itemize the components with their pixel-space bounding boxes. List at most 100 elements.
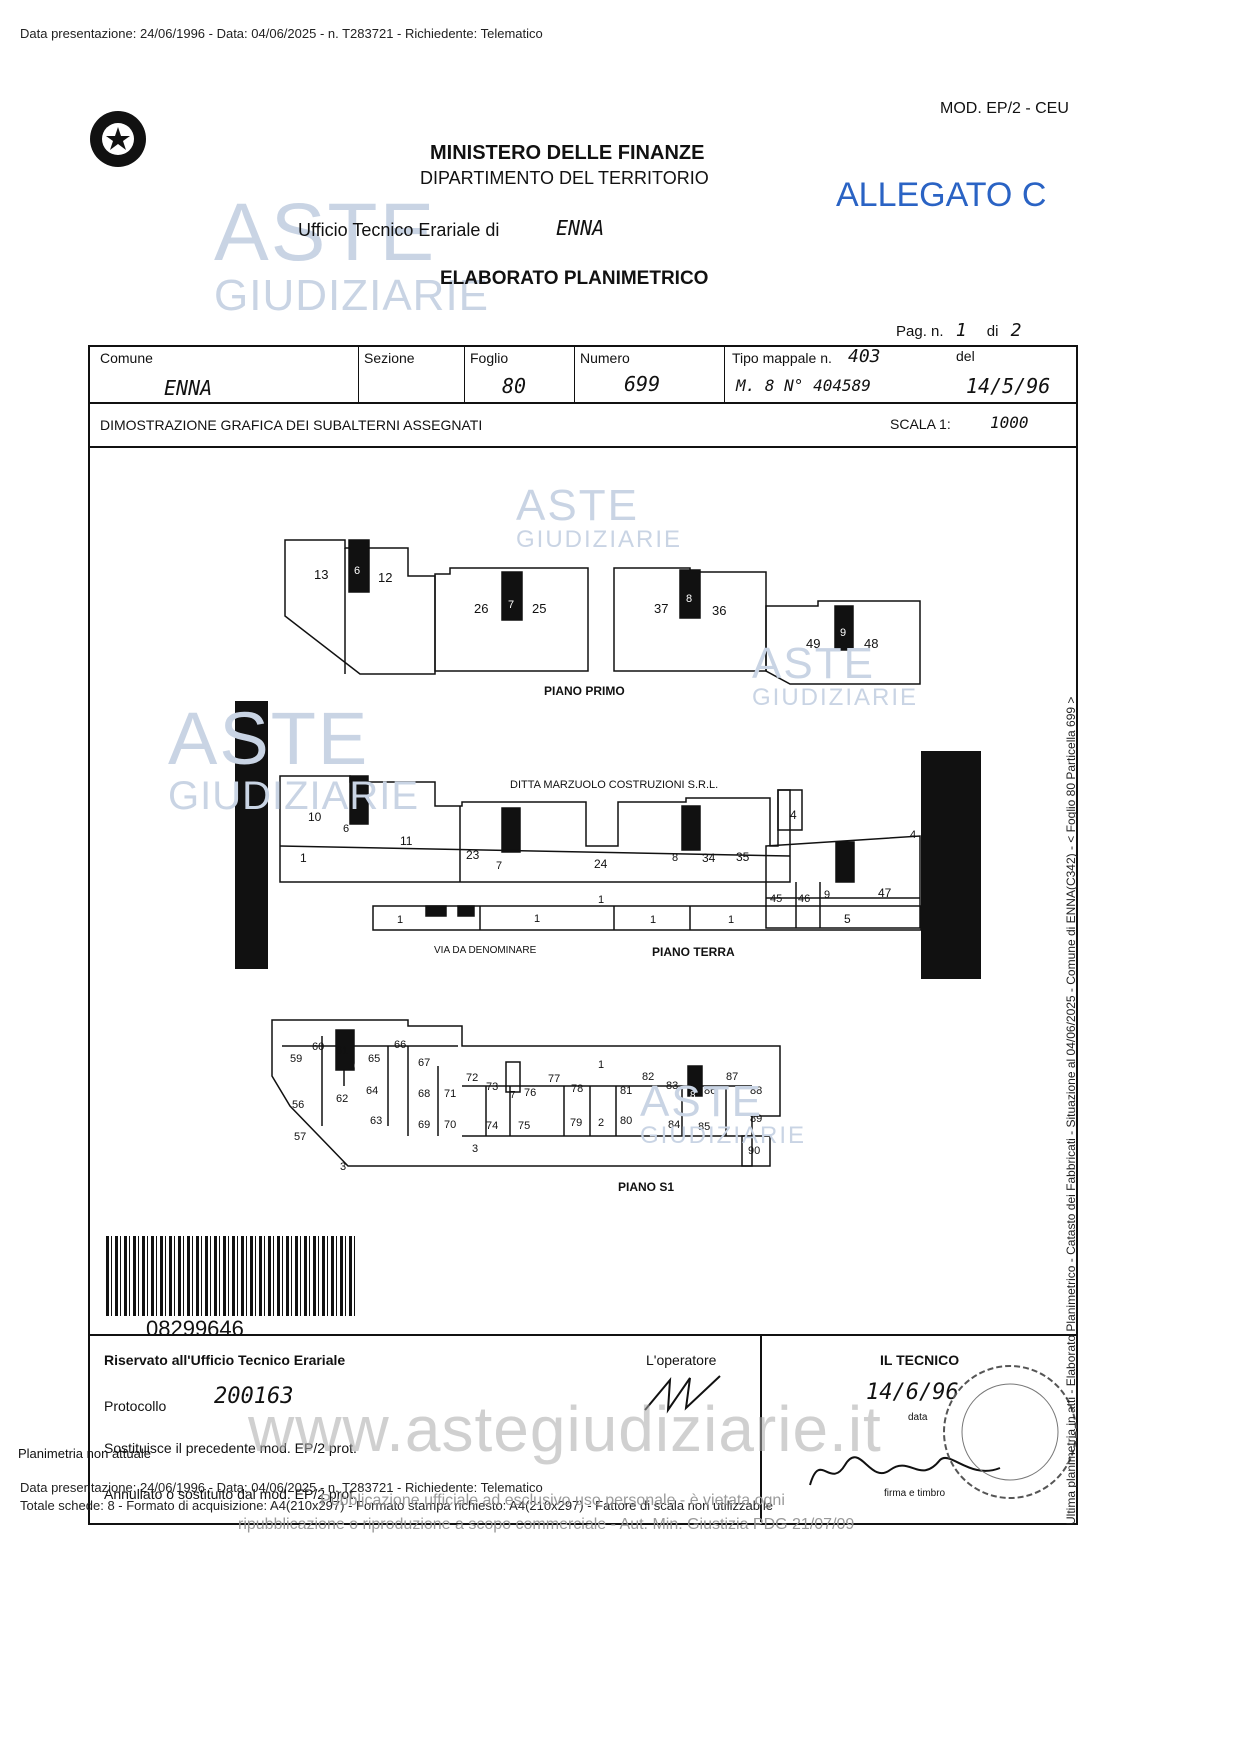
header-info: Data presentazione: 24/06/1996 - Data: 0…: [20, 26, 543, 41]
plan-label: 5: [844, 912, 851, 926]
scala-value: 1000: [990, 413, 1029, 432]
watermark: ASTE GIUDIZIARIE: [516, 481, 683, 553]
plan-label: 69: [418, 1119, 430, 1131]
comune-label: Comune: [100, 350, 153, 366]
mod-code: MOD. EP/2 - CEU: [940, 100, 1069, 117]
plan-label: 90: [748, 1145, 760, 1157]
tipo-value: 403: [848, 346, 881, 367]
firma-label: firma e timbro: [884, 1488, 946, 1499]
plan-label: 82: [642, 1071, 654, 1083]
technician-signature: [809, 1456, 1001, 1486]
plan-label: 64: [366, 1085, 378, 1097]
del-label: del: [956, 348, 975, 364]
plan-label: 75: [518, 1120, 530, 1132]
watermark: ASTE GIUDIZIARIE: [214, 187, 490, 320]
plan-label: 83: [666, 1080, 678, 1092]
plan-label: 12: [378, 570, 392, 585]
page-number: Pag. n. 1 di 2: [896, 320, 1022, 341]
operatore-label: L'operatore: [646, 1352, 717, 1368]
comune-value: ENNA: [164, 376, 213, 400]
plan-label: 37: [654, 601, 668, 616]
barcode: [106, 1236, 358, 1316]
plan-label: 13: [314, 567, 328, 582]
plan-label: 63: [370, 1115, 382, 1127]
plan-label: 86: [704, 1085, 716, 1097]
ufficio-label: Ufficio Tecnico Erariale di: [298, 220, 500, 240]
dimostrazione-row: DIMOSTRAZIONE GRAFICA DEI SUBALTERNI ASS…: [90, 404, 1076, 448]
plan-label: 72: [466, 1072, 478, 1084]
plan-label: 2: [598, 1117, 604, 1129]
plan-label: 8: [690, 1090, 696, 1101]
foglio-value: 80: [502, 374, 527, 398]
plan-label: 79: [570, 1117, 582, 1129]
footer-divider: [88, 1334, 1076, 1336]
riservato-label: Riservato all'Ufficio Tecnico Erariale: [104, 1352, 346, 1368]
piano-primo-label: PIANO PRIMO: [544, 684, 625, 698]
plan-label: 8: [686, 593, 692, 605]
sostituisce-label: Sostituisce il precedente mod. EP/2 prot…: [104, 1440, 357, 1456]
piano-s1-label: PIANO S1: [618, 1180, 674, 1194]
plan-label: 11: [400, 834, 413, 848]
planimetria-note: Planimetria non attuale: [18, 1446, 151, 1461]
plan-label: 4: [790, 808, 797, 822]
plan-label: 57: [294, 1131, 306, 1143]
plan-label: 10: [308, 810, 322, 824]
piano-primo-plan: [284, 539, 921, 685]
plan-label: 1: [650, 914, 656, 926]
cadastral-fields: Comune ENNA Sezione Foglio 80 Numero 699…: [90, 346, 1076, 404]
watermark: ASTE GIUDIZIARIE: [640, 1077, 807, 1149]
operator-signature: [644, 1375, 721, 1414]
plan-label: 73: [486, 1081, 498, 1093]
plan-label: 70: [444, 1119, 456, 1131]
protocollo-value: 200163: [214, 1384, 294, 1409]
watermark: ASTE GIUDIZIARIE: [752, 639, 919, 711]
sezione-label: Sezione: [364, 350, 415, 366]
plan-label: 87: [726, 1071, 738, 1083]
plan-label: 1: [397, 914, 403, 926]
plan-label: 47: [878, 886, 892, 900]
scala-label: SCALA 1:: [890, 416, 951, 432]
plan-label: 1: [534, 913, 540, 925]
plan-label: 68: [418, 1088, 430, 1100]
plan-label: 49: [806, 636, 820, 651]
department-title: DIPARTIMENTO DEL TERRITORIO: [420, 168, 709, 188]
redaction-bar-left: [235, 701, 268, 969]
via-label: VIA DA DENOMINARE: [434, 945, 537, 956]
plan-label: 26: [474, 601, 488, 616]
site-watermark: www.astegiudiziarie.it: [248, 1393, 882, 1465]
document-title: ELABORATO PLANIMETRICO: [440, 268, 709, 289]
plan-label: 9: [824, 889, 830, 901]
tipo-sub: M. 8 N° 404589: [736, 376, 871, 395]
plan-label: 67: [418, 1057, 430, 1069]
barcode-number: 08299646: [146, 1316, 244, 1341]
piano-s1-plan: [271, 1019, 781, 1167]
plan-label: 7: [496, 860, 502, 872]
plan-label: 61: [336, 1045, 348, 1057]
publication-note-2: ripubblicazione o riproduzione a scopo c…: [238, 1516, 855, 1533]
tecnico-label: IL TECNICO: [880, 1352, 960, 1368]
plan-label: 23: [466, 848, 480, 862]
plan-label: 89: [750, 1113, 762, 1125]
plan-label: 36: [712, 603, 726, 618]
annullato-label: Annullato o sostituito dal mod. EP/2 pro…: [104, 1486, 357, 1502]
bottom-info-line2: Totale schede: 8 - Formato di acquisizio…: [20, 1498, 773, 1513]
plan-label: 1: [300, 851, 307, 865]
plan-label: 6: [354, 1061, 360, 1072]
foglio-label: Foglio: [470, 350, 509, 366]
republic-emblem: [90, 111, 146, 167]
plan-label: 60: [312, 1041, 324, 1053]
plan-label: 7: [510, 1090, 516, 1101]
plan-label: 4: [910, 829, 916, 841]
del-value: 14/5/96: [966, 374, 1051, 398]
plan-label: 74: [486, 1120, 498, 1132]
numero-label: Numero: [580, 350, 630, 366]
plan-label: 65: [368, 1053, 380, 1065]
plan-label: 6: [354, 565, 360, 577]
plan-label: 45: [770, 893, 782, 905]
protocollo-label: Protocollo: [104, 1398, 167, 1414]
plan-label: 1: [598, 1059, 604, 1071]
footer-column-divider: [760, 1334, 762, 1522]
plan-label: 78: [571, 1083, 583, 1095]
plan-label: 9: [840, 627, 846, 639]
bottom-info-line1: Data presentazione: 24/06/1996 - Data: 0…: [20, 1480, 543, 1495]
